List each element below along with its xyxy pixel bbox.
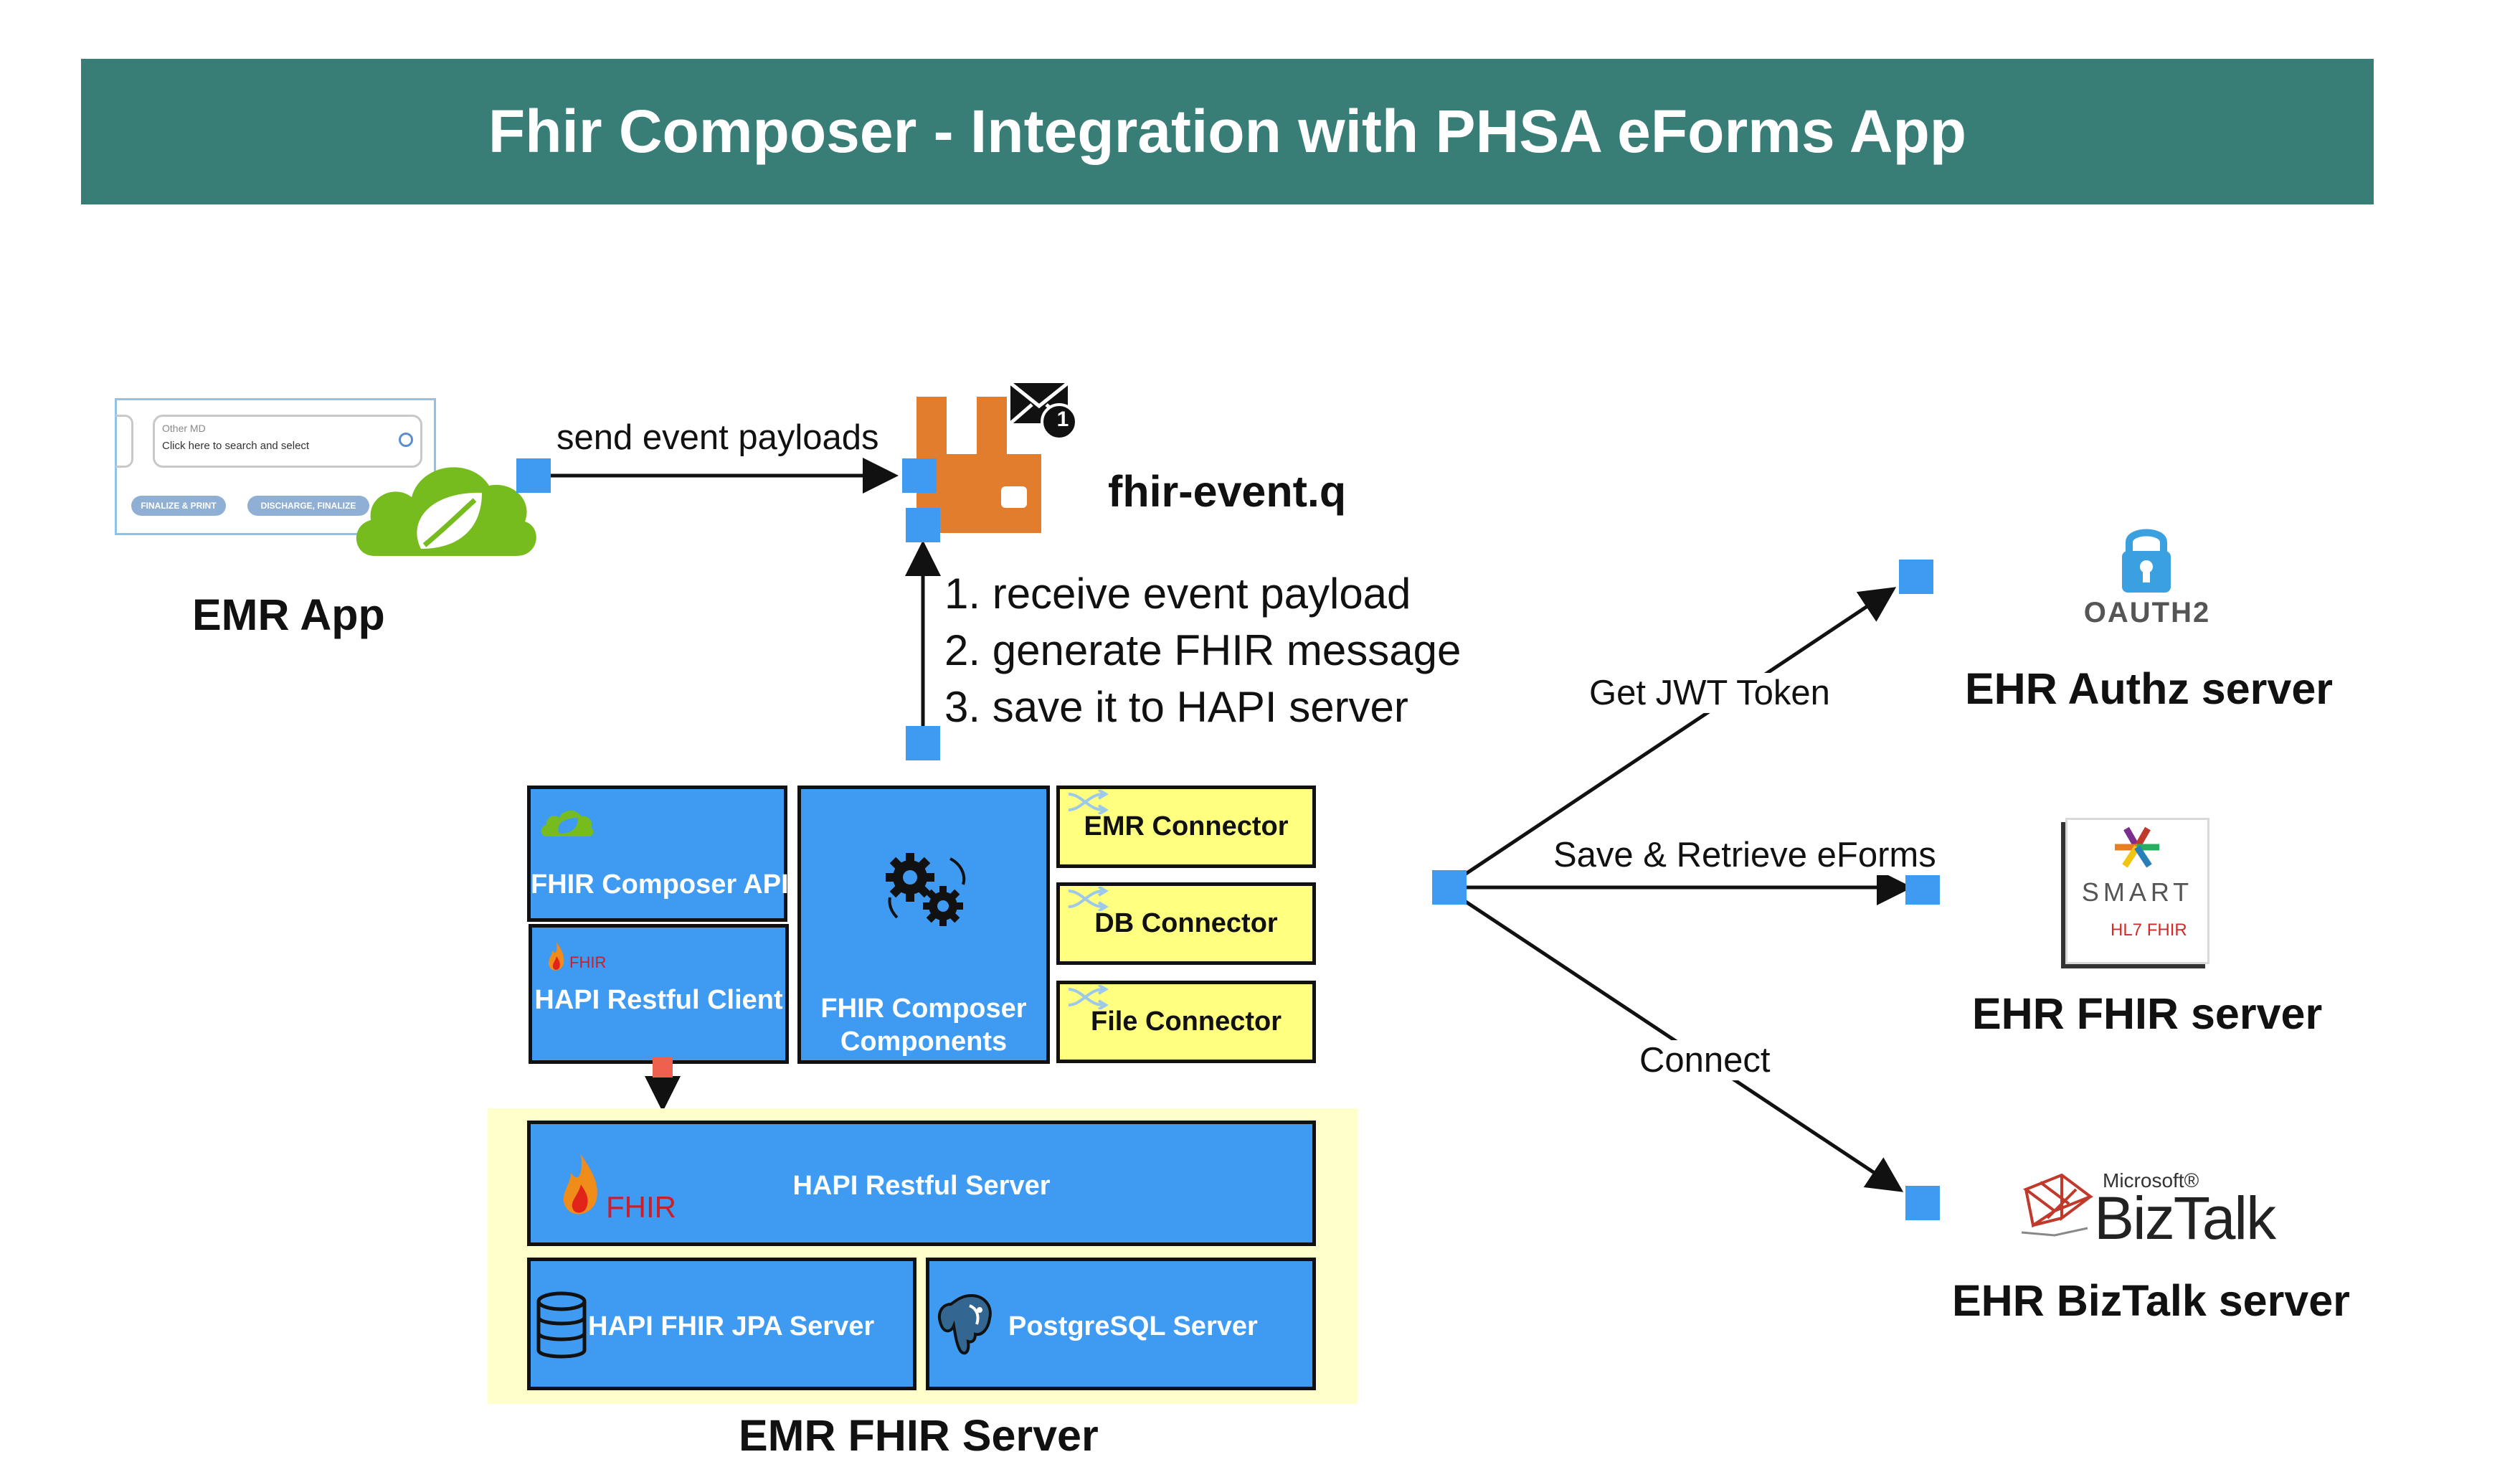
ehr-fhir-port [1905, 870, 1940, 905]
queue-in-port [902, 458, 937, 493]
emr-app-port [516, 458, 551, 493]
jwt-token-label: Get JWT Token [1585, 673, 1834, 713]
rabbitmq-icon [916, 397, 1041, 533]
emr-app-field-text: Click here to search and select [162, 440, 310, 452]
gears-icon [886, 853, 966, 926]
fhir-flame-mini-icon [548, 942, 564, 971]
fhir-mini-badge: FHIR [569, 953, 607, 971]
emr-app-field-caption: Other MD [162, 423, 206, 434]
hl7-fhir-text: HL7 FHIR [2111, 920, 2187, 940]
emr-fhir-server-label: EMR FHIR Server [739, 1411, 1099, 1460]
file-connector-label: File Connector [1090, 1006, 1282, 1037]
fhir-composer-components-box: FHIR Composer Components [797, 786, 1050, 1064]
emr-app-left-field [115, 415, 133, 468]
rabbitmq-hole [1001, 486, 1027, 508]
smart-star-icon [2115, 826, 2159, 868]
emr-app-discharge-button: DISCHARGE, FINALIZE [247, 496, 369, 516]
postgresql-server-box: PostgreSQL Server [926, 1258, 1316, 1390]
database-icon [536, 1291, 587, 1359]
mail-badge: 1 [1056, 407, 1069, 431]
fhir-composer-components-label: FHIR Composer Components [820, 994, 1027, 1057]
hapi-restful-server-label: HAPI Restful Server [792, 1171, 1051, 1201]
fhir-logo-text: FHIR [606, 1190, 676, 1224]
hapi-restful-client-label: HAPI Restful Client [534, 985, 783, 1015]
postgresql-elephant-icon [937, 1293, 992, 1355]
ehr-fhir-label: EHR FHIR server [1972, 989, 2323, 1038]
authz-port [1899, 560, 1933, 594]
mail-icon [1009, 382, 1078, 440]
mail-badge-circle [1041, 403, 1078, 440]
hapi-fhir-jpa-server-box: HAPI FHIR JPA Server [527, 1258, 916, 1390]
ehr-hub-port [1432, 870, 1467, 905]
spring-mini-icon [541, 810, 594, 836]
ehr-biztalk-label: EHR BizTalk server [1952, 1276, 2350, 1325]
page-title: Fhir Composer - Integration with PHSA eF… [488, 98, 1967, 165]
spring-leaf-vein [422, 498, 477, 547]
emr-app-search-field: Other MD Click here to search and select [153, 415, 422, 468]
db-connector-box: DB Connector [1056, 882, 1316, 965]
step-3: 3. save it to HAPI server [944, 683, 1408, 731]
postgresql-server-label: PostgreSQL Server [1008, 1311, 1258, 1341]
emr-connector-label: EMR Connector [1084, 811, 1289, 841]
shuffle-icon [1068, 790, 1109, 814]
composer-port [906, 726, 940, 760]
search-icon [399, 433, 413, 447]
fhir-composer-api-box: FHIR Composer API [527, 786, 789, 922]
shuffle-icon [1068, 985, 1109, 1009]
microsoft-text: Microsoft® [2103, 1169, 2199, 1192]
biztalk-logo-text: BizTalk [2094, 1184, 2276, 1252]
hapi-restful-server-box: FHIR HAPI Restful Server [527, 1121, 1316, 1246]
emr-app-finalize-print-button: FINALIZE & PRINT [131, 496, 226, 516]
title-bar: Fhir Composer - Integration with PHSA eF… [81, 59, 2374, 204]
client-out-port [653, 1057, 673, 1077]
mail-flap [1009, 382, 1069, 409]
shuffle-icon [1068, 887, 1109, 911]
lock-icon [2122, 529, 2171, 593]
save-retrieve-label: Save & Retrieve eForms [1549, 835, 1941, 875]
fhir-flame-icon [563, 1154, 597, 1215]
biztalk-icon [2021, 1173, 2094, 1237]
biztalk-port [1905, 1186, 1940, 1220]
hapi-fhir-jpa-server-label: HAPI FHIR JPA Server [588, 1311, 875, 1341]
spring-leaf-icon [356, 467, 536, 556]
ehr-authz-label: EHR Authz server [1965, 664, 2333, 713]
fhir-composer-api-label: FHIR Composer API [531, 869, 789, 900]
connect-label: Connect [1635, 1040, 1775, 1080]
queue-out-port [906, 508, 940, 542]
jwt-token-line [1460, 587, 1897, 879]
step-1: 1. receive event payload [944, 570, 1411, 618]
emr-app-label: EMR App [192, 590, 385, 639]
db-connector-label: DB Connector [1094, 908, 1278, 938]
send-event-label: send event payloads [552, 418, 884, 458]
queue-label: fhir-event.q [1108, 467, 1347, 516]
smart-logo-text: SMART [2081, 877, 2194, 907]
hapi-restful-client-box: FHIR HAPI Restful Client [529, 924, 789, 1064]
oauth2-logo-text: OAUTH2 [2083, 597, 2211, 628]
step-2: 2. generate FHIR message [944, 626, 1462, 674]
smart-fhir-logo: SMART HL7 FHIR [2065, 818, 2209, 964]
